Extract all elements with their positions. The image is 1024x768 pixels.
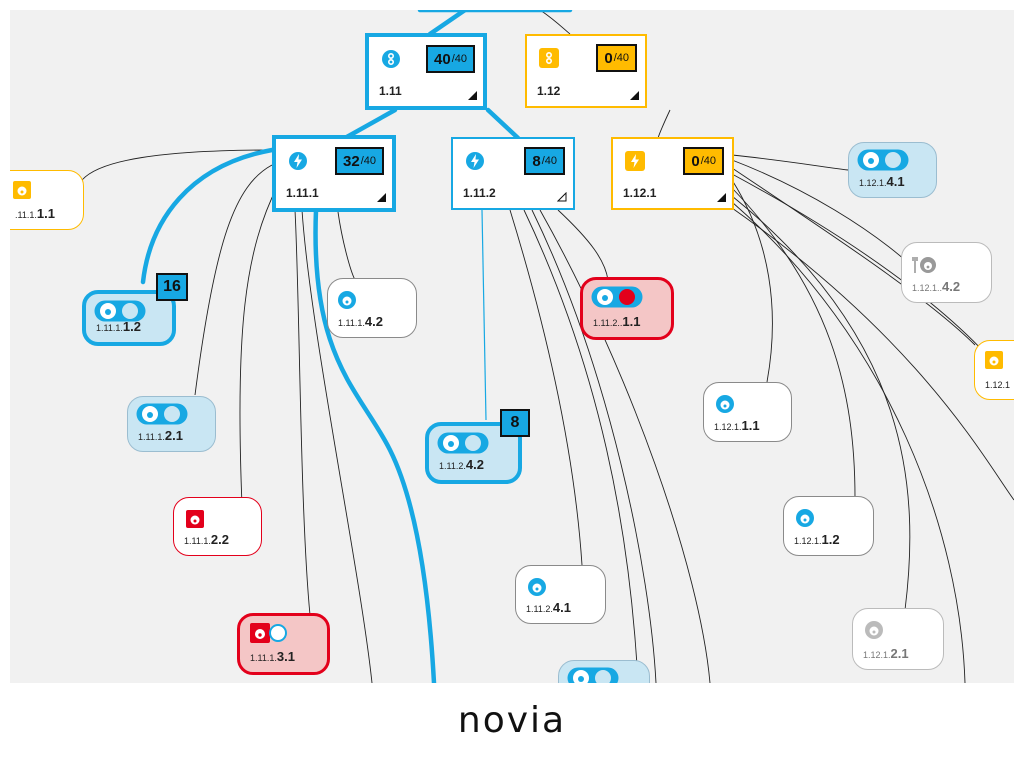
leaf-1-11-1-4-2[interactable]: 1.11.1.4.2 [327,278,417,338]
topology-canvas[interactable]: 40/40 1.11 0/40 1.12 32/40 1.11.1 8/40 1… [10,10,1014,683]
leaf-label: 1.11.2..1.1 [593,314,641,329]
leaf-label: 1.12.1.2.1 [863,646,909,661]
leaf-1-12-1-4-2[interactable]: 1.12.1..4.2 [901,242,992,303]
node-label: 1.11 [379,84,402,98]
node-1-11[interactable]: 40/40 1.11 [365,33,487,110]
leaf-label: 1.11.2.4.2 [439,457,484,472]
leaf-partial-bottom[interactable] [558,660,650,683]
sensor-icon [382,50,400,68]
leaf-label: 1.11.1.1.2 [96,319,141,334]
bolt-icon [289,152,307,170]
expand-corner-icon[interactable] [557,192,567,202]
node-1-12-1[interactable]: 0/40 1.12.1 [611,137,734,210]
bear-icon [865,621,883,639]
leaf-1-11-1-1-1[interactable]: .11.1.1.1 [10,170,84,230]
count-box: 32/40 [335,147,384,175]
leaf-label: 1.11.1.2.2 [184,532,229,547]
bear-icon [186,510,204,528]
count-box: 40/40 [426,45,475,73]
count-badge: 8 [500,409,530,437]
bolt-icon [625,151,645,171]
bear-icon [528,578,546,596]
node-label: 1.11.2 [463,186,496,200]
leaf-1-12-1-partial[interactable]: 1.12.1 [974,340,1014,400]
count-box: 8/40 [524,147,565,175]
leaf-label: 1.12.1 [985,380,1011,390]
node-label: 1.11.1 [286,186,319,200]
leaf-1-11-1-1-2[interactable]: 1.11.1.1.2 [82,290,176,346]
leaf-1-12-1-4-1[interactable]: 1.12.1.4.1 [848,142,937,198]
bear-icon [338,291,356,309]
bear-icon [796,509,814,527]
leaf-1-12-1-2-1[interactable]: 1.12.1.2.1 [852,608,944,670]
node-1-12[interactable]: 0/40 1.12 [525,34,647,108]
node-1-11-2[interactable]: 8/40 1.11.2 [451,137,575,210]
leaf-1-11-2-1-1[interactable]: 1.11.2..1.1 [580,277,674,340]
leaf-1-12-1-1-2[interactable]: 1.12.1.1.2 [783,496,874,556]
leaf-label: 1.11.1.4.2 [338,314,383,329]
leaf-1-11-2-4-2[interactable]: 1.11.2.4.2 [425,422,522,484]
node-1-11-1[interactable]: 32/40 1.11.1 [272,135,396,212]
twin-bear-icon [136,403,188,425]
leaf-label: 1.11.2.4.1 [526,600,571,615]
leaf-label: 1.12.1.1.1 [714,418,760,433]
bear-icon [13,181,31,199]
leaf-label: 1.11.1.3.1 [250,649,295,664]
expand-corner-icon[interactable] [377,193,386,202]
expand-corner-icon[interactable] [468,91,477,100]
node-label: 1.12.1 [623,186,657,200]
leaf-label: 1.12.1.1.2 [794,532,840,547]
twin-bear-icon [857,149,909,171]
leaf-label: 1.12.1.4.1 [859,174,905,189]
bear-icon [716,395,734,413]
leaf-label: .11.1.1.1 [15,206,55,221]
leaf-1-11-1-2-2[interactable]: 1.11.1.2.2 [173,497,262,556]
node-label: 1.12 [537,84,561,98]
twin-bear-icon [437,432,489,454]
alarm-bear-icon [250,623,287,643]
twin-bear-icon [94,300,146,322]
count-badge: 16 [156,273,188,301]
expand-corner-icon[interactable] [630,91,639,100]
alarm-twin-bear-icon [591,286,643,308]
expand-corner-icon[interactable] [717,193,726,202]
leaf-1-11-1-2-1[interactable]: 1.11.1.2.1 [127,396,216,452]
sensor-icon [539,48,559,68]
leaf-1-11-1-3-1[interactable]: 1.11.1.3.1 [237,613,330,675]
leaf-label: 1.11.1.2.1 [138,428,183,443]
leaf-1-12-1-1-1[interactable]: 1.12.1.1.1 [703,382,792,442]
bolt-icon [466,152,484,170]
leaf-label: 1.12.1..4.2 [912,279,961,294]
brand-logo: novia [457,700,567,741]
connection-lines [81,10,1014,683]
twin-bear-icon [567,667,619,683]
maintenance-bear-icon [912,257,936,273]
count-box: 0/40 [596,44,637,72]
leaf-1-11-2-4-1[interactable]: 1.11.2.4.1 [515,565,606,624]
bear-icon [985,351,1003,369]
count-box: 0/40 [683,147,724,175]
